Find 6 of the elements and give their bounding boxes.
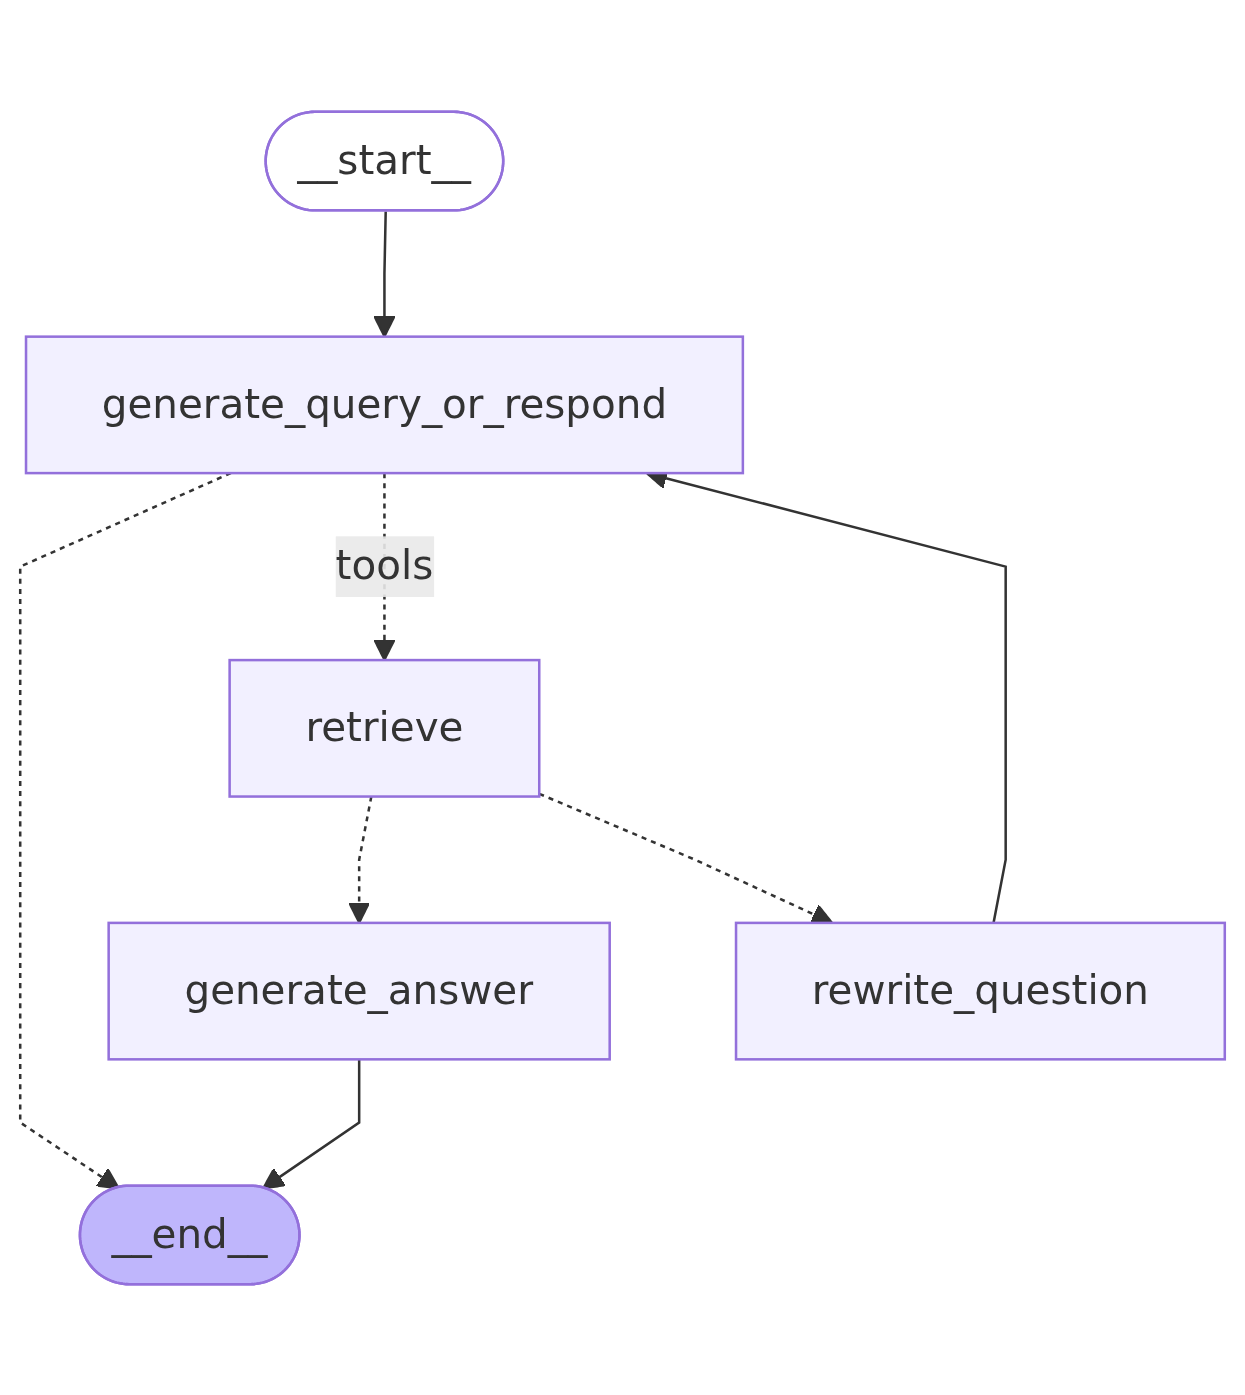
arrow bbox=[262, 1058, 361, 1189]
node-box: retrieve bbox=[228, 658, 541, 798]
node-box: generate_query_or_respond bbox=[24, 334, 745, 474]
edge-label: tools bbox=[335, 540, 434, 589]
node-box: generate_answer bbox=[107, 921, 611, 1061]
node-box: rewrite_question bbox=[734, 921, 1227, 1061]
